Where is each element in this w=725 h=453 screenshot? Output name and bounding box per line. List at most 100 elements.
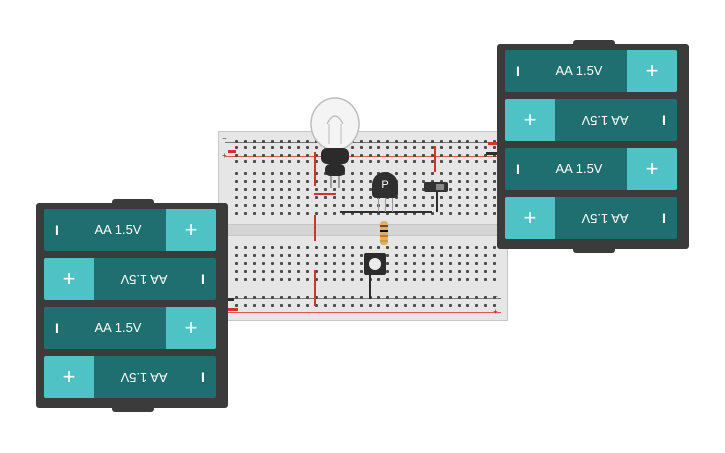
breadboard-hole[interactable] xyxy=(359,188,363,191)
breadboard-hole[interactable] xyxy=(404,254,408,257)
breadboard-hole[interactable] xyxy=(279,188,283,191)
breadboard-hole[interactable] xyxy=(315,254,319,257)
breadboard-hole[interactable] xyxy=(261,262,265,265)
breadboard-hole[interactable] xyxy=(315,180,319,183)
breadboard-hole[interactable] xyxy=(457,180,461,183)
breadboard-hole[interactable] xyxy=(386,160,390,163)
breadboard-hole[interactable] xyxy=(439,160,443,163)
breadboard-hole[interactable] xyxy=(421,270,425,273)
breadboard-hole[interactable] xyxy=(359,160,363,163)
breadboard-hole[interactable] xyxy=(466,304,470,307)
breadboard-hole[interactable] xyxy=(279,212,283,215)
breadboard-hole[interactable] xyxy=(359,270,363,273)
breadboard-hole[interactable] xyxy=(252,196,256,199)
breadboard-hole[interactable] xyxy=(493,146,497,149)
breadboard-hole[interactable] xyxy=(457,204,461,207)
breadboard-hole[interactable] xyxy=(350,204,354,207)
breadboard-hole[interactable] xyxy=(235,188,238,191)
breadboard-hole[interactable] xyxy=(243,196,247,199)
breadboard-hole[interactable] xyxy=(430,154,434,157)
breadboard-hole[interactable] xyxy=(457,140,461,143)
breadboard-hole[interactable] xyxy=(395,154,399,157)
breadboard-hole[interactable] xyxy=(421,304,425,307)
breadboard-hole[interactable] xyxy=(324,204,327,207)
breadboard-hole[interactable] xyxy=(368,160,372,163)
breadboard-hole[interactable] xyxy=(350,188,354,191)
breadboard-hole[interactable] xyxy=(386,278,390,281)
breadboard-hole[interactable] xyxy=(261,196,265,199)
breadboard-hole[interactable] xyxy=(350,180,354,183)
breadboard-hole[interactable] xyxy=(288,140,292,143)
breadboard-hole[interactable] xyxy=(421,278,425,281)
breadboard-hole[interactable] xyxy=(484,146,488,149)
breadboard-hole[interactable] xyxy=(466,278,470,281)
breadboard-hole[interactable] xyxy=(466,196,470,199)
breadboard-hole[interactable] xyxy=(493,196,497,199)
breadboard-hole[interactable] xyxy=(484,140,488,143)
breadboard-hole[interactable] xyxy=(324,188,327,191)
breadboard-hole[interactable] xyxy=(368,204,372,207)
breadboard-hole[interactable] xyxy=(439,154,443,157)
breadboard-hole[interactable] xyxy=(368,188,372,191)
breadboard-hole[interactable] xyxy=(404,296,408,299)
breadboard-hole[interactable] xyxy=(261,296,265,299)
breadboard-hole[interactable] xyxy=(439,246,443,249)
breadboard-hole[interactable] xyxy=(377,140,381,143)
breadboard-hole[interactable] xyxy=(359,254,363,257)
breadboard-hole[interactable] xyxy=(297,172,301,175)
breadboard-hole[interactable] xyxy=(332,188,336,191)
breadboard-hole[interactable] xyxy=(350,196,354,199)
breadboard-hole[interactable] xyxy=(439,296,443,299)
breadboard-hole[interactable] xyxy=(421,160,425,163)
breadboard-hole[interactable] xyxy=(288,270,292,273)
breadboard-hole[interactable] xyxy=(270,254,274,257)
breadboard-hole[interactable] xyxy=(261,154,265,157)
aa-battery-cell[interactable]: I AA 1.5V + xyxy=(44,307,216,349)
breadboard-hole[interactable] xyxy=(493,212,497,215)
breadboard-hole[interactable] xyxy=(421,296,425,299)
breadboard-hole[interactable] xyxy=(341,270,345,273)
breadboard-hole[interactable] xyxy=(261,254,265,257)
aa-battery-cell[interactable]: I AA 1.5V + xyxy=(505,148,677,190)
breadboard-hole[interactable] xyxy=(448,204,452,207)
breadboard-hole[interactable] xyxy=(235,146,238,149)
slide-switch-knob[interactable] xyxy=(436,184,444,190)
breadboard-hole[interactable] xyxy=(404,212,408,215)
breadboard-hole[interactable] xyxy=(430,172,434,175)
breadboard-hole[interactable] xyxy=(324,296,327,299)
breadboard-hole[interactable] xyxy=(484,246,488,249)
breadboard-hole[interactable] xyxy=(421,212,425,215)
breadboard-hole[interactable] xyxy=(350,278,354,281)
breadboard-hole[interactable] xyxy=(386,254,390,257)
breadboard-hole[interactable] xyxy=(341,278,345,281)
breadboard-hole[interactable] xyxy=(386,154,390,157)
ground-wire[interactable] xyxy=(340,211,432,213)
breadboard-hole[interactable] xyxy=(243,172,247,175)
breadboard-hole[interactable] xyxy=(430,180,434,183)
breadboard-hole[interactable] xyxy=(386,146,390,149)
breadboard-hole[interactable] xyxy=(439,172,443,175)
breadboard-hole[interactable] xyxy=(484,262,488,265)
breadboard-hole[interactable] xyxy=(341,254,345,257)
breadboard-hole[interactable] xyxy=(466,296,470,299)
breadboard-hole[interactable] xyxy=(288,154,292,157)
breadboard-hole[interactable] xyxy=(306,304,310,307)
breadboard-hole[interactable] xyxy=(350,160,354,163)
breadboard-hole[interactable] xyxy=(297,140,301,143)
breadboard-hole[interactable] xyxy=(413,278,416,281)
breadboard-hole[interactable] xyxy=(324,278,327,281)
breadboard-hole[interactable] xyxy=(439,212,443,215)
breadboard-hole[interactable] xyxy=(261,172,265,175)
breadboard-hole[interactable] xyxy=(368,304,372,307)
breadboard-hole[interactable] xyxy=(252,296,256,299)
breadboard-hole[interactable] xyxy=(493,278,497,281)
push-button[interactable] xyxy=(364,253,386,275)
breadboard-hole[interactable] xyxy=(235,204,238,207)
breadboard-hole[interactable] xyxy=(252,204,256,207)
button-wire[interactable] xyxy=(369,275,371,299)
aa-battery-cell[interactable]: + AA 1.5V I xyxy=(44,356,216,398)
breadboard-hole[interactable] xyxy=(484,196,488,199)
aa-battery-cell[interactable]: I AA 1.5V + xyxy=(44,209,216,251)
breadboard-hole[interactable] xyxy=(235,296,238,299)
breadboard-hole[interactable] xyxy=(350,154,354,157)
